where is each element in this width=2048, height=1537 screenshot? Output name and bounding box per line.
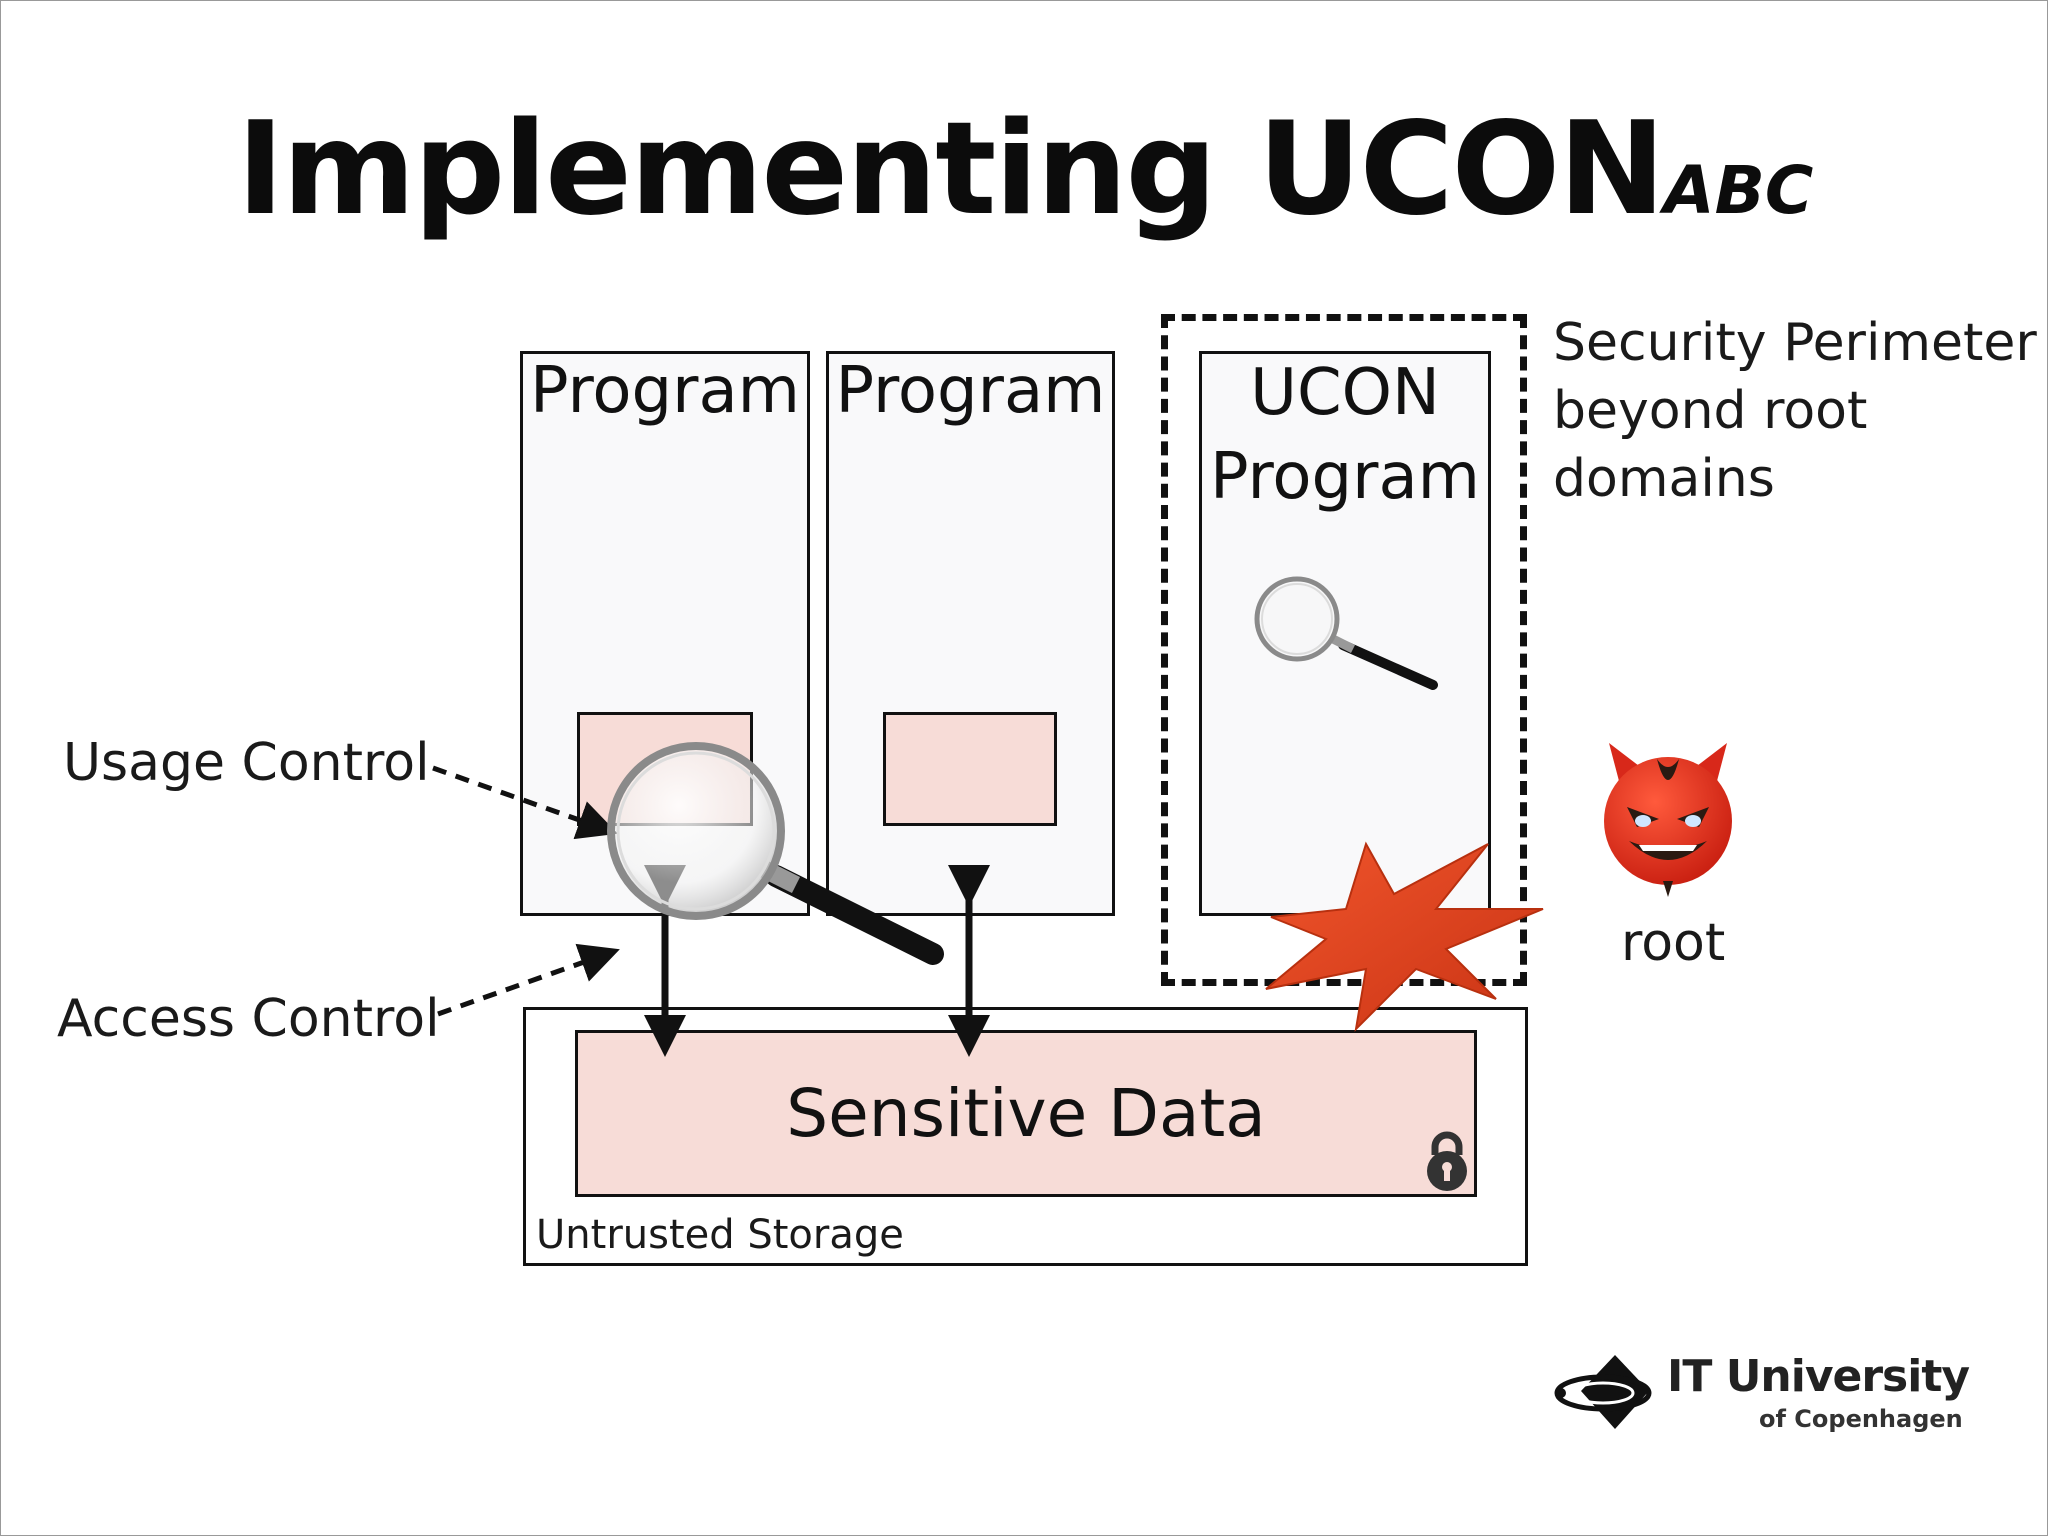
ucon-program-label-line2: Program xyxy=(1209,440,1481,514)
explosion-icon xyxy=(1265,841,1544,1032)
magnifier-icon-large xyxy=(607,742,944,965)
itu-logo-icon xyxy=(1554,1355,1652,1429)
ucon-program-box: UCON Program xyxy=(1199,351,1491,916)
padlock-icon xyxy=(1427,1131,1467,1191)
usage-control-label: Usage Control xyxy=(63,733,430,793)
untrusted-storage-label: Untrusted Storage xyxy=(536,1212,904,1258)
usage-control-block-2 xyxy=(883,712,1057,826)
ucon-program-label-line1: UCON xyxy=(1250,356,1440,430)
itu-logo-name: IT University xyxy=(1667,1351,1970,1402)
sensitive-data-label: Sensitive Data xyxy=(786,1075,1266,1152)
title-main: Implementing UCON xyxy=(236,95,1666,244)
program-label-2: Program xyxy=(835,354,1106,428)
magnifier-icon-small xyxy=(1254,576,1438,690)
access-control-label: Access Control xyxy=(57,989,440,1049)
itu-logo-sub: of Copenhagen xyxy=(1759,1405,1963,1433)
perimeter-text-line2: beyond root xyxy=(1553,381,1868,441)
sensitive-data-box: Sensitive Data xyxy=(575,1030,1477,1197)
slide-title: Implementing UCONABC xyxy=(1,106,2048,234)
perimeter-text-line1: Security Perimeter xyxy=(1553,313,2037,373)
title-subscript: ABC xyxy=(1663,152,1814,229)
usage-control-pointer xyxy=(432,765,618,840)
security-perimeter xyxy=(1161,314,1527,986)
perimeter-text-line3: domains xyxy=(1553,449,1775,509)
devil-icon xyxy=(1604,743,1732,897)
program-label-1: Program xyxy=(529,354,801,428)
access-control-pointer xyxy=(437,943,620,1017)
root-label: root xyxy=(1621,913,1726,973)
